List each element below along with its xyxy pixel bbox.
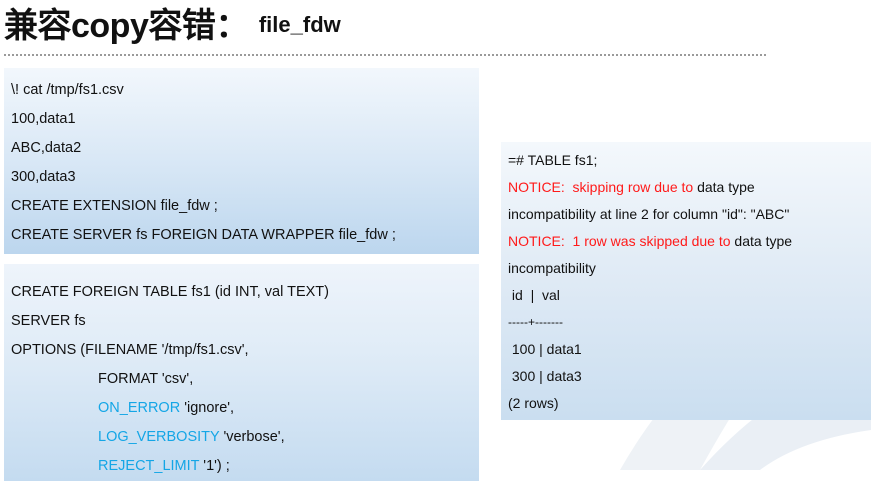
notice-tail: data type bbox=[730, 233, 793, 249]
option-value: '1') ; bbox=[199, 458, 230, 474]
output-command: =# TABLE fs1; bbox=[508, 152, 598, 168]
result-header: id | val bbox=[508, 287, 560, 303]
notice-tail: data type bbox=[693, 179, 755, 195]
output-panel: =# TABLE fs1; NOTICE: skipping row due t… bbox=[501, 142, 871, 420]
code-line: CREATE FOREIGN TABLE fs1 (id INT, val TE… bbox=[11, 284, 329, 300]
option-log-verbosity: LOG_VERBOSITY 'verbose', bbox=[11, 423, 479, 452]
notice-line: NOTICE: 1 row was skipped due to data ty… bbox=[508, 228, 871, 255]
option-value: 'ignore', bbox=[180, 400, 235, 416]
code-line: 300,data3 bbox=[11, 169, 76, 185]
result-footer: (2 rows) bbox=[508, 395, 559, 411]
title-main: 兼容copy容错： bbox=[4, 7, 249, 45]
result-row: 100 | data1 bbox=[508, 341, 582, 357]
notice-continuation: incompatibility bbox=[508, 260, 596, 276]
code-line: FORMAT 'csv', bbox=[98, 371, 194, 387]
option-value: 'verbose', bbox=[219, 429, 285, 445]
option-on-error: ON_ERROR 'ignore', bbox=[11, 394, 479, 423]
code-line: \! cat /tmp/fs1.csv bbox=[11, 82, 124, 98]
result-row: 300 | data3 bbox=[508, 368, 582, 384]
code-line: 100,data1 bbox=[11, 111, 76, 127]
result-separator: -----+------- bbox=[508, 315, 563, 329]
notice-line: NOTICE: skipping row due to data type bbox=[508, 174, 871, 201]
code-line: OPTIONS (FILENAME '/tmp/fs1.csv', bbox=[11, 342, 249, 358]
title-sub: file_fdw bbox=[258, 12, 341, 37]
code-panel-foreign-table: CREATE FOREIGN TABLE fs1 (id INT, val TE… bbox=[4, 264, 479, 481]
code-line: CREATE EXTENSION file_fdw ; bbox=[11, 198, 218, 214]
title-divider bbox=[4, 54, 766, 56]
notice-text: NOTICE: skipping row due to bbox=[508, 179, 694, 195]
notice-continuation: incompatibility at line 2 for column "id… bbox=[508, 206, 790, 222]
code-line: CREATE SERVER fs FOREIGN DATA WRAPPER fi… bbox=[11, 227, 396, 243]
slide-title: 兼容copy容错： file_fdw bbox=[4, 6, 341, 46]
code-line: ABC,data2 bbox=[11, 140, 82, 156]
option-reject-limit: REJECT_LIMIT '1') ; bbox=[11, 452, 479, 481]
option-key: LOG_VERBOSITY bbox=[98, 429, 220, 445]
option-key: ON_ERROR bbox=[98, 400, 181, 416]
code-panel-setup: \! cat /tmp/fs1.csv 100,data1 ABC,data2 … bbox=[4, 68, 479, 254]
code-line: SERVER fs bbox=[11, 313, 86, 329]
notice-text: NOTICE: 1 row was skipped due to bbox=[508, 233, 731, 249]
option-key: REJECT_LIMIT bbox=[98, 458, 200, 474]
